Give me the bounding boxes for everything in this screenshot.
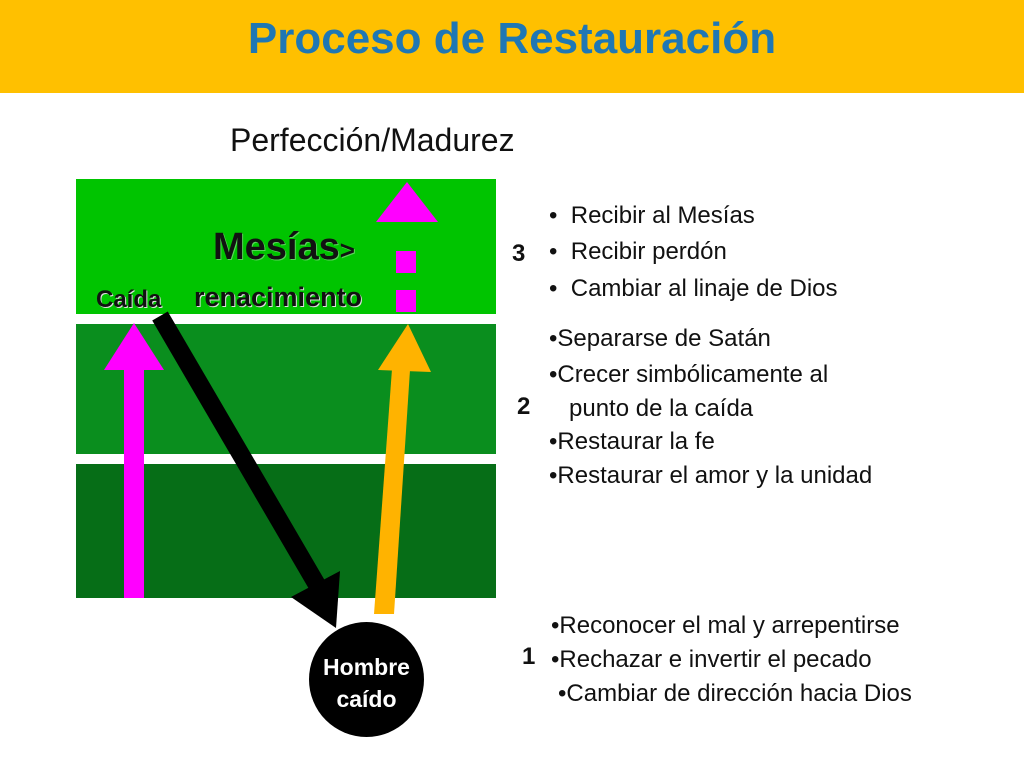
level-3-block [76, 179, 496, 314]
level-1-number: 1 [522, 643, 536, 670]
level-2-item: •Restaurar la fe [549, 428, 715, 455]
black-fall-arrow [152, 311, 340, 628]
level-3-item: • Recibir perdón [549, 238, 727, 265]
level-3-number: 3 [512, 240, 526, 267]
level-2-item: •Crecer simbólicamente al [549, 361, 829, 388]
level-1-item: •Reconocer el mal y arrepentirse [551, 612, 900, 639]
subtitle: Perfección/Madurez [230, 122, 515, 158]
renacimiento-label: renacimiento [194, 282, 363, 312]
magenta-dashed-arrow [376, 182, 438, 312]
page-title: Proceso de Restauración [247, 14, 777, 63]
level-3-item: • Cambiar al linaje de Dios [549, 275, 838, 302]
level-1-item: •Cambiar de dirección hacia Dios [558, 680, 912, 707]
orange-up-arrow [374, 324, 431, 614]
hombre-caido-circle [309, 622, 424, 737]
mesias-label: Mesías> [213, 226, 355, 268]
hombre-caido-label: Hombre caído [323, 654, 410, 712]
caida-label: Caída [96, 286, 162, 313]
level-2-item: •Separarse de Satán [549, 325, 771, 352]
level-1-item: •Rechazar e invertir el pecado [551, 646, 872, 673]
magenta-up-arrow [104, 323, 164, 598]
level-2-item: punto de la caída [549, 395, 754, 422]
level-2-item: •Restaurar el amor y la unidad [549, 462, 873, 489]
level-3-item: • Recibir al Mesías [549, 202, 755, 229]
title-bar [0, 0, 1024, 93]
level-2-number: 2 [517, 393, 531, 420]
